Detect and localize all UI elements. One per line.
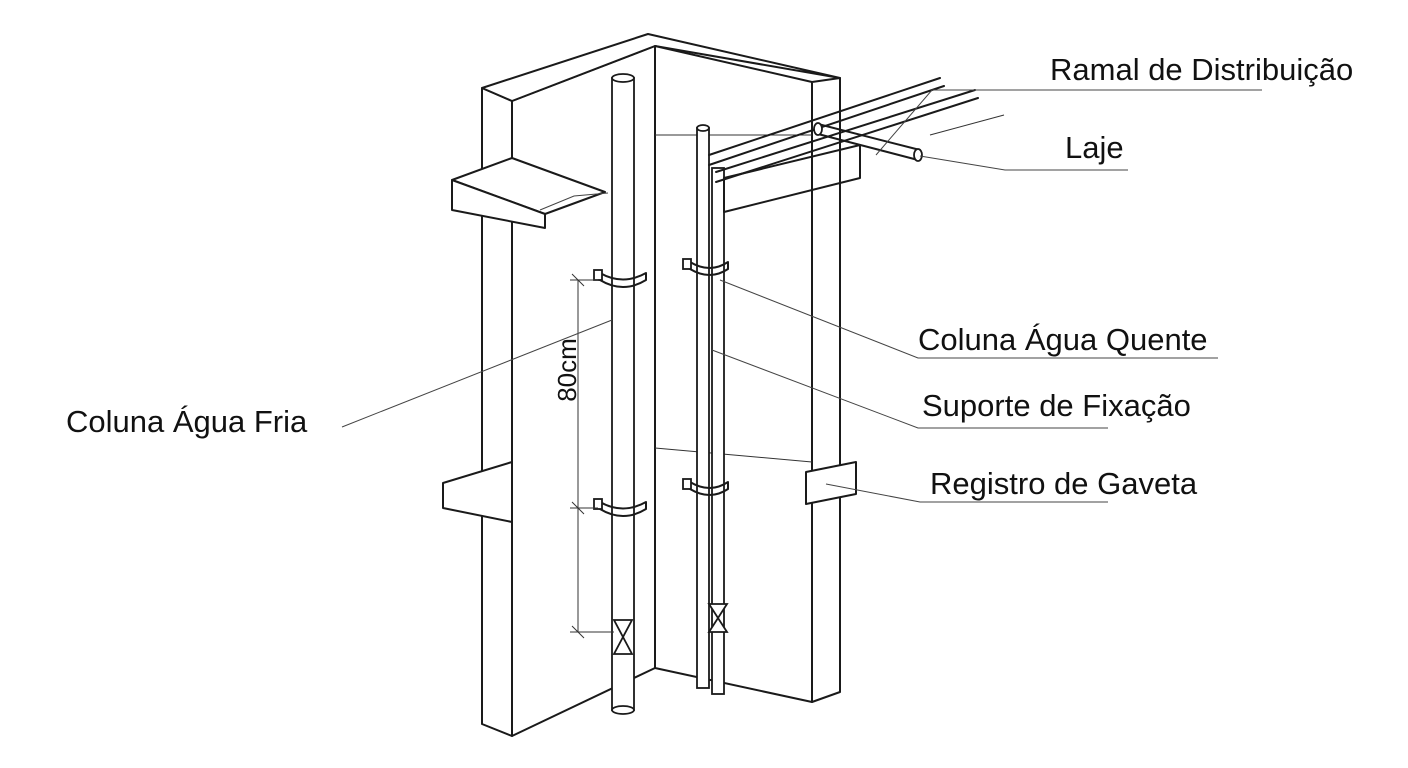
slab <box>442 157 857 523</box>
label-suporte-fixacao: Suporte de Fixação <box>922 388 1191 423</box>
label-registro-gaveta: Registro de Gaveta <box>930 466 1198 501</box>
label-coluna-agua-fria: Coluna Água Fria <box>66 404 308 439</box>
pipe-clamps <box>593 258 729 517</box>
label-laje: Laje <box>1065 130 1124 165</box>
leader-lines <box>341 89 1262 503</box>
labels: Ramal de Distribuição Laje Coluna Água Q… <box>66 52 1353 501</box>
distribution-branch <box>708 77 1005 213</box>
dimension-80cm: 80cm <box>552 273 614 639</box>
cold-water-pipe <box>611 73 635 715</box>
dimension-label: 80cm <box>552 338 582 402</box>
gate-valves <box>612 603 729 655</box>
label-ramal-distribuicao: Ramal de Distribuição <box>1050 52 1353 87</box>
label-coluna-agua-quente: Coluna Água Quente <box>918 322 1208 357</box>
